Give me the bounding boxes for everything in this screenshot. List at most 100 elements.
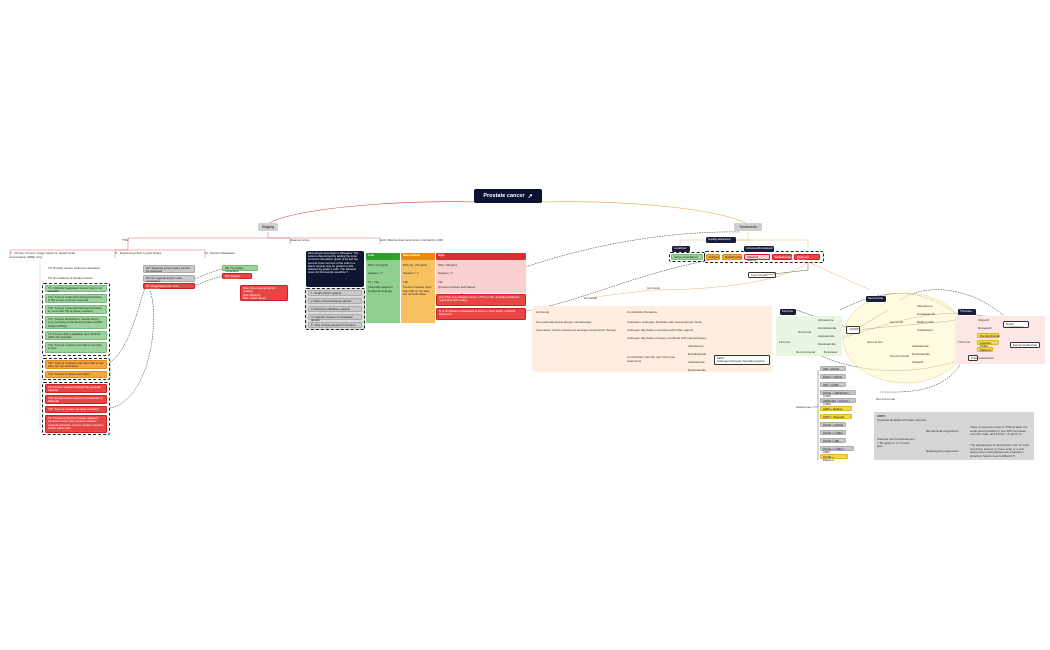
first-line-non-hormonal: Non-hormonal (796, 350, 816, 354)
gleason-label: Gleason score (290, 238, 310, 242)
risk-locally-advanced: Any PSA, Any Gleason score, cT3-4 or cN+… (436, 294, 526, 306)
nh-darolutamide: Darolutamide (688, 368, 706, 372)
second-line-enzalutamide: Enzalutamide (917, 312, 936, 316)
crpc-criteria: Castrate serum testosterone < 50 ng/dL o… (877, 437, 915, 449)
experimental-trials-node[interactable]: Experimental trials (1010, 342, 1040, 348)
risk-low-title: Low (366, 253, 400, 260)
t-item-t2: T2: Tumour that is palpable and confined… (45, 331, 107, 340)
combo-chemo: Androgen deprivation therapy combined wi… (627, 336, 707, 340)
first-line-abiraterone: Abiraterone (818, 318, 834, 322)
t-item-tx: TX: Primary tumour cannot be assessed (48, 266, 100, 270)
crpc-subtitle: (Castrate Resistant Prostate Cancer) (877, 418, 927, 422)
localized-item-surgery: Surgery (706, 254, 720, 260)
crpc-biochemical: Three consecutive rises in PSA at least … (970, 425, 1028, 437)
second-line-cabazitaxel: Cabazitaxel (917, 328, 933, 332)
advanced-item-radiotherapy: Radiotherapy (772, 254, 792, 260)
novel-combinations-node[interactable]: Novel combinations (1003, 321, 1029, 329)
combo-castration: Castration, androgen blockade with total… (627, 320, 702, 324)
seq-9: DOCE > ABI (820, 438, 846, 443)
m-item-m1abc: M1a: Non-regional lymph node(s) M1b: Bon… (240, 285, 288, 301)
second-line-non-hormonal: Non-hormonal (890, 354, 910, 358)
treatments-node[interactable]: Treatments (734, 223, 762, 231)
third-line-pembrolizumab: Pembrolizumab (977, 333, 1000, 338)
second-line-olaparib: Olaparib (912, 360, 924, 364)
hormonal-label: Hormonal (584, 296, 598, 300)
t-item-t2b: T2b: Tumour involves more than half of o… (45, 360, 107, 369)
risk-intermediate-title: Intermediate (401, 253, 435, 260)
m-item-m1: M1: Distant metastasis (222, 273, 252, 281)
second-line-darolutamide: Darolutamide (912, 352, 930, 356)
hormonal-sub-label: Hormonal (647, 286, 661, 290)
t-item-t1: T1: Clinically inapparent tumour that is… (45, 285, 107, 293)
crpc-radiological: The appearance of new lesions: two or mo… (970, 443, 1030, 458)
hormonal-sub-label-2: Hormonal (536, 310, 550, 314)
seq-11: DOCE + Platinum (820, 454, 848, 462)
nh-abiraterone: Abiraterone (688, 344, 704, 348)
seq-5: ARPI + Radium (820, 406, 852, 411)
risk-high-line-2: Gleason >7 (438, 271, 453, 276)
first-line-darolutamide: Darolutamide (818, 342, 836, 346)
external-link-icon[interactable]: ↗ (527, 193, 533, 200)
third-line-rucaparib: Rucaparib (978, 326, 992, 330)
seq-3: DOCE > ABI/ENZA > CABA (820, 390, 856, 398)
trials-node[interactable]: Trials (968, 355, 978, 361)
gleason-grade-3: 3. Distinctly infiltrative margins (308, 306, 362, 312)
t-item-t4: T4: Tumour is fixed or invades adjacent … (45, 415, 107, 433)
second-line-radium: Radium-223 (917, 320, 934, 324)
n-item-n1: N1: Regional lymph node metastasis (143, 283, 195, 291)
risk-int-line-1: PSA 10 - 20 ng/mL (403, 263, 428, 267)
t-item-t2c: T2c: Tumour involves both lobes (45, 371, 107, 378)
risk-high-column: High PSA >20ng/mL Gleason >7 T2c (Tumour… (436, 253, 526, 293)
risk-high-line-4: (Tumour involves both lobes) (438, 285, 476, 290)
crpc-radiological-label: Radiological progression (926, 449, 959, 453)
risk-high-line-3: T2c (438, 279, 443, 284)
nh-apalutamide: Apalutamide (688, 360, 705, 364)
n-item-nx: NX: Regional lymph nodes cannot be asses… (143, 265, 195, 273)
risk-int-line-2: Gleason = 7 (403, 271, 419, 276)
crpc-title: CRPC (877, 414, 886, 418)
root-title: Prostate cancer (483, 193, 525, 199)
t-label: T - Primary Tumour (stage based on digit… (10, 251, 75, 259)
t-item-t3a: T3a: Extraprostatic extension (unilatera… (45, 395, 107, 404)
arsi-node[interactable]: ARSI Androgen Receptor Signaling Agents (714, 355, 770, 365)
first-line-first-line: First line (779, 340, 791, 344)
t-item-t1b: T1b: Tumour incidental histological find… (45, 305, 107, 314)
t-item-t3: T3: Tumour extends through the prostatic… (45, 384, 107, 393)
localized-item-surveillance: Active surveillance (671, 254, 703, 260)
risk-high-title: High (436, 253, 526, 260)
second-line-second-line: Second line (867, 340, 883, 344)
risk-int-line-4: Tumour involves more than half of one lo… (403, 285, 432, 297)
seq-2: ABI > CABA (820, 382, 846, 387)
t3-t4-group (42, 382, 110, 435)
combo-title: Combination therapies (627, 310, 658, 314)
advanced-item-hormone: Hormone therapy (794, 254, 820, 262)
root-node[interactable]: Prostate cancer ↗ (474, 189, 542, 203)
third-line-olaparib: Olaparib (978, 318, 990, 322)
localized-label: Localized (672, 246, 690, 252)
t-item-t1c: T1c: Tumour identified by needle biopsy … (45, 316, 107, 329)
second-line-apalutamide: Apalutamide (912, 344, 929, 348)
non-hormonal-bottom: Non hormonal (876, 397, 895, 401)
first-line-enzalutamide: Enzalutamide (818, 326, 837, 330)
mcrpc-node[interactable]: mCRPC (846, 326, 860, 334)
risk-low-column: Low PSA <10 ng/mL Gleason <7 T1 - T2a (C… (366, 253, 400, 323)
risk-label: EAU: Biochemical recurrence / risk (EAU)… (380, 238, 443, 242)
t-item-t0: T0: No evidence of primary tumour (48, 276, 93, 280)
first-line-docetaxel: Docetaxel (824, 350, 838, 354)
crpc-biochemical-label: Biochemical progression (926, 429, 959, 433)
second-line-label: Second line (866, 296, 886, 302)
option-intermittent: Intermittent versus continuous androgen … (536, 328, 616, 332)
advanced-label: Advanced/metastatic (744, 246, 774, 252)
seq-6: ARPI > Olaparib (820, 414, 852, 419)
localized-item-radiotherapy: Radiotherapy (722, 254, 742, 260)
sequences-label: Sequences (796, 405, 812, 409)
t1-t2-group (42, 283, 110, 356)
combo-other-agents: Androgen deprivation combined with other… (627, 328, 694, 332)
third-line-third-line: Third line (958, 340, 971, 344)
staging-node[interactable]: Staging (258, 223, 278, 231)
risk-int-line-3: T2b (403, 279, 408, 284)
seq-4: ABI/ENZA > DOCE > CABA (820, 398, 856, 406)
low-tumour-node[interactable]: Low Tumour (748, 272, 776, 278)
t-item-t2a: T2a: Tumour involves one half of one lob… (45, 342, 107, 353)
